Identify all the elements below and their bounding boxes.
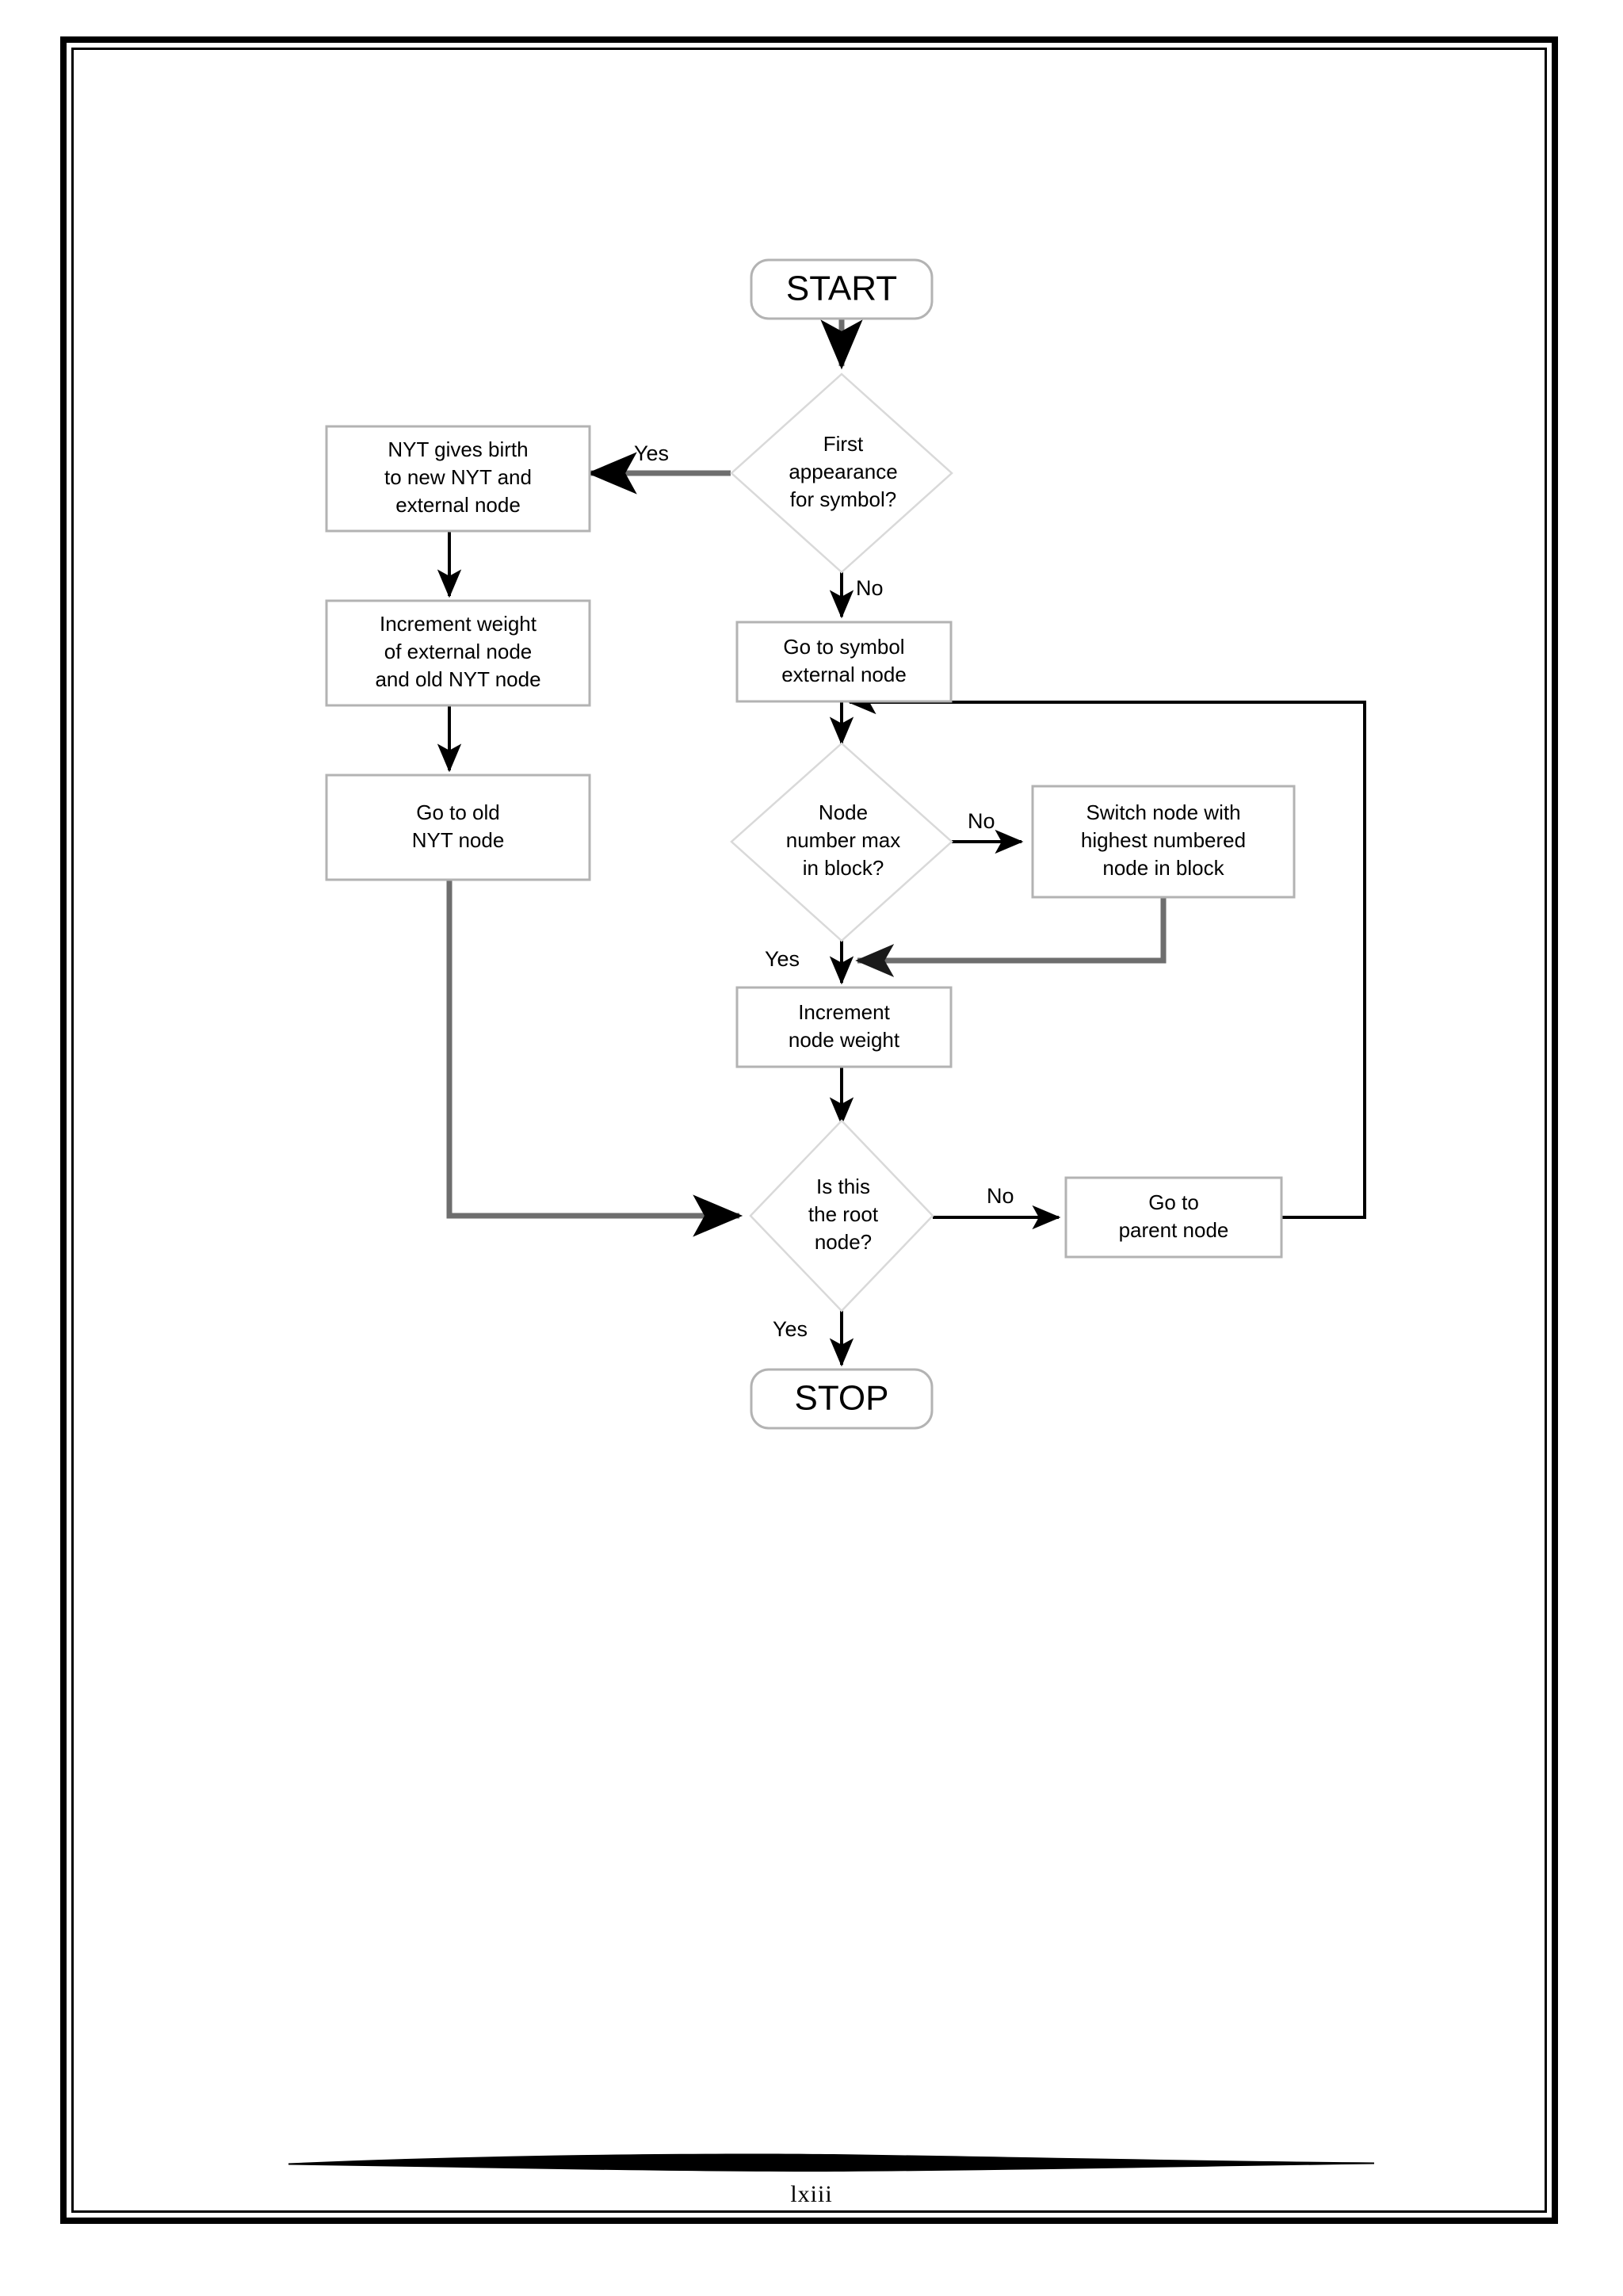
node-is-root[interactable]: Is this the root node?	[749, 1119, 934, 1312]
node-stop[interactable]: STOP	[750, 1368, 934, 1430]
node-go-to-old-nyt[interactable]: Go to old NYT node	[325, 774, 591, 881]
nyt-birth-line2: to new NYT and	[384, 465, 532, 489]
node-start[interactable]: START	[750, 258, 934, 320]
go-parent-box-shape	[1064, 1176, 1283, 1259]
edge-go-old-nyt-to-is-root	[446, 880, 743, 1237]
go-symbol-line2: external node	[781, 663, 907, 686]
node-max-diamond-shape	[730, 742, 953, 942]
go-parent-line2: parent node	[1119, 1218, 1229, 1242]
page-frame-inner	[71, 48, 1547, 2213]
increment-external-line1: Increment weight	[380, 612, 537, 636]
first-appearance-line3: for symbol?	[790, 487, 896, 511]
edge-go-parent-to-node-max-loop	[854, 701, 1366, 1219]
is-root-line1: Is this	[816, 1175, 870, 1198]
node-go-to-parent[interactable]: Go to parent node	[1064, 1176, 1283, 1259]
node-first-appearance[interactable]: First appearance for symbol?	[730, 372, 953, 574]
switch-node-line1: Switch node with	[1086, 800, 1240, 824]
go-parent-line1: Go to	[1148, 1190, 1199, 1214]
increment-external-box-shape	[325, 599, 591, 707]
switch-node-line3: node in block	[1102, 856, 1224, 880]
go-symbol-box-shape	[735, 621, 953, 703]
first-appearance-diamond-shape	[730, 372, 953, 574]
nyt-birth-line3: external node	[395, 493, 521, 517]
go-symbol-line1: Go to symbol	[783, 635, 904, 659]
increment-weight-box-shape	[735, 986, 953, 1068]
switch-node-box-shape	[1031, 785, 1296, 899]
edge-label-no-first-appearance: No	[856, 576, 884, 600]
first-appearance-line1: First	[823, 432, 864, 456]
edge-label-no-node-max: No	[968, 809, 995, 833]
first-appearance-line2: appearance	[789, 460, 897, 483]
footer-rule-shape	[288, 2153, 1374, 2172]
increment-weight-line1: Increment	[798, 1000, 890, 1024]
edge-label-no-is-root: No	[987, 1184, 1014, 1208]
start-terminal-shape	[750, 258, 934, 320]
nyt-birth-line1: NYT gives birth	[388, 437, 528, 461]
stop-label: STOP	[794, 1379, 888, 1418]
node-increment-external-weight[interactable]: Increment weight of external node and ol…	[325, 599, 591, 707]
start-label: START	[786, 269, 897, 308]
go-old-nyt-line1: Go to old	[416, 800, 500, 824]
is-root-line2: the root	[808, 1202, 879, 1226]
increment-external-line3: and old NYT node	[375, 667, 540, 691]
go-old-nyt-box-shape	[325, 774, 591, 881]
node-nyt-gives-birth[interactable]: NYT gives birth to new NYT and external …	[325, 425, 591, 533]
node-go-to-symbol-external[interactable]: Go to symbol external node	[735, 621, 953, 703]
is-root-diamond-shape	[749, 1119, 934, 1312]
node-node-number-max[interactable]: Node number max in block?	[730, 742, 953, 942]
page-frame-outer	[60, 36, 1558, 2224]
node-max-line3: in block?	[803, 856, 884, 880]
stop-terminal-shape	[750, 1368, 934, 1430]
node-increment-node-weight[interactable]: Increment node weight	[735, 986, 953, 1068]
footer-decorative-rule	[288, 2153, 1374, 2172]
node-max-line1: Node	[819, 800, 868, 824]
increment-external-line2: of external node	[384, 640, 532, 663]
edge-label-yes-first-appearance: Yes	[634, 441, 669, 465]
increment-weight-line2: node weight	[789, 1028, 900, 1052]
node-switch-node[interactable]: Switch node with highest numbered node i…	[1031, 785, 1296, 899]
go-old-nyt-line2: NYT node	[412, 828, 505, 852]
nyt-birth-box-shape	[325, 425, 591, 533]
node-max-line2: number max	[786, 828, 901, 852]
switch-node-line2: highest numbered	[1081, 828, 1246, 852]
page-number: lxiii	[790, 2181, 833, 2207]
is-root-line3: node?	[815, 1230, 872, 1254]
edge-label-yes-is-root: Yes	[773, 1317, 808, 1341]
edge-switch-node-to-increment-weight	[855, 897, 1167, 978]
edge-label-yes-node-max: Yes	[765, 947, 800, 971]
